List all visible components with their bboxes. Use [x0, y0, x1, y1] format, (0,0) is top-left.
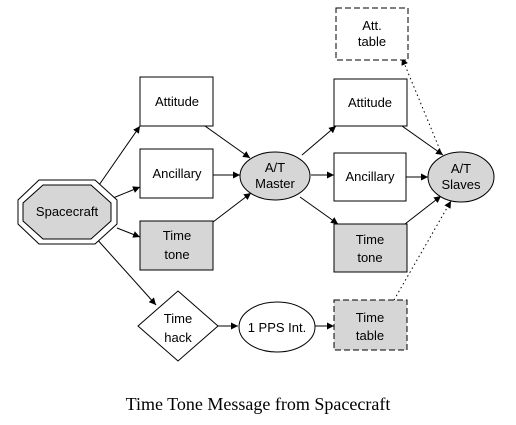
- at-master-label-line2: Master: [255, 176, 295, 191]
- node-ancillary-2: Ancillary: [333, 152, 407, 202]
- time-hack-diamond: [137, 290, 219, 362]
- at-slaves-label-line1: A/T: [451, 161, 471, 176]
- attitude-2-box: [333, 78, 408, 127]
- time-table-label-line2: table: [356, 328, 384, 343]
- ancillary-2-box: [333, 152, 407, 202]
- edge-time-table-slaves: [393, 200, 452, 301]
- time-table-label-line1: Time: [356, 310, 384, 325]
- attitude-1-label: Attitude: [155, 94, 199, 109]
- at-slaves-ellipse: [427, 151, 495, 203]
- node-attitude-2: Attitude: [333, 78, 408, 127]
- edge-attitude-slaves: [401, 125, 444, 156]
- time-tone-1-box: [139, 220, 214, 271]
- nodes: Att. table Attitude Ancillary Time tone …: [17, 7, 495, 362]
- node-ancillary-1: Ancillary: [139, 148, 214, 199]
- att-table-label-line1: Att.: [362, 18, 382, 33]
- node-time-tone-1: Time tone: [139, 220, 214, 271]
- att-table-box: [335, 7, 409, 61]
- edge-spacecraft-attitude: [96, 125, 141, 189]
- pps-int-label: 1 PPS Int.: [248, 320, 307, 335]
- edge-master-attitude: [301, 125, 337, 156]
- edges: [94, 57, 452, 330]
- node-attitude-1: Attitude: [139, 76, 214, 127]
- node-at-master: A/T Master: [239, 151, 311, 201]
- ancillary-1-label: Ancillary: [152, 166, 202, 181]
- time-table-box: [333, 299, 408, 351]
- pps-int-ellipse: [238, 301, 316, 353]
- node-time-table: Time table: [333, 299, 408, 351]
- time-tone-1-label-line1: Time: [163, 228, 191, 243]
- time-hack-label-line2: hack: [164, 330, 192, 345]
- spacecraft-label: Spacecraft: [36, 204, 99, 219]
- ancillary-1-box: [139, 148, 214, 199]
- node-time-hack: Time hack: [137, 290, 219, 362]
- node-at-slaves: A/T Slaves: [427, 151, 495, 203]
- node-spacecraft: Spacecraft: [17, 179, 118, 245]
- edge-slaves-att-table: [401, 57, 441, 151]
- ancillary-2-label: Ancillary: [345, 169, 395, 184]
- at-master-label-line1: A/T: [265, 160, 285, 175]
- attitude-1-box: [139, 76, 214, 127]
- time-tone-2-box: [333, 223, 408, 273]
- at-slaves-label-line2: Slaves: [441, 177, 481, 192]
- edge-spacecraft-ancillary: [112, 186, 141, 199]
- edge-attitude-master: [204, 125, 251, 159]
- edge-time-tone-master: [212, 192, 252, 223]
- time-tone-2-label-line2: tone: [357, 250, 382, 265]
- node-att-table: Att. table: [335, 7, 409, 61]
- node-pps-int: 1 PPS Int.: [238, 301, 316, 353]
- time-tone-2-label-line1: Time: [356, 232, 384, 247]
- edge-spacecraft-time-tone: [116, 227, 141, 238]
- at-master-ellipse: [239, 151, 311, 201]
- att-table-label-line2: table: [358, 34, 386, 49]
- diagram-caption: Time Tone Message from Spacecraft: [126, 394, 391, 414]
- edge-master-time-tone: [299, 196, 339, 225]
- time-tone-1-label-line2: tone: [164, 247, 189, 262]
- edge-spacecraft-time-hack: [94, 236, 157, 306]
- node-time-tone-2: Time tone: [333, 223, 408, 273]
- spacecraft-inner-octagon: [22, 184, 112, 240]
- attitude-2-label: Attitude: [348, 95, 392, 110]
- time-hack-label-line1: Time: [164, 311, 192, 326]
- edge-time-tone-slaves: [404, 195, 442, 225]
